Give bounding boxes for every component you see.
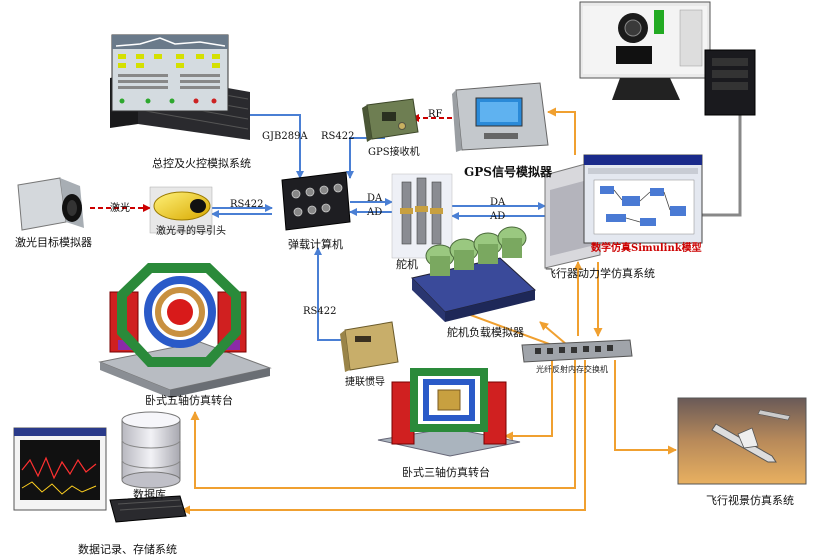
data-record-illustration [13,411,187,523]
rs422-gps-link-label: RS422 [321,131,355,142]
laser-target-illustration [17,177,84,231]
servo-load-label: 舵机负载模拟器 [447,326,524,339]
fire-control-illustration [110,34,250,140]
flight-visual-illustration [677,397,807,485]
onboard-computer-label: 弹载计算机 [288,238,343,251]
gps-receiver-illustration [362,98,419,142]
pc-illustration [579,1,756,116]
ad-right-link-label: AD [490,211,506,222]
gps-simulator-label: GPS信号模拟器 [464,165,552,179]
three-axis-label: 卧式三轴仿真转台 [402,466,490,479]
onboard-computer-illustration [281,171,351,231]
laser-target-label: 激光目标模拟器 [15,236,92,249]
gray-link [700,115,742,217]
five-axis-illustration [98,263,272,398]
reflective-switch-illustration [521,339,633,363]
flight-dynamics-label: 飞行器动力学仿真系统 [545,267,655,280]
flight-visual-label: 飞行视景仿真系统 [706,494,794,507]
da-left-link-label: DA [367,193,383,204]
strapdown-ins-label: 捷联惯导 [345,377,385,388]
gps-simulator-illustration [452,82,549,152]
rf-link-label: RF [428,109,443,120]
five-axis-label: 卧式五轴仿真转台 [145,394,233,407]
reflective-switch-label: 光纤反射内存交换机 [536,365,608,374]
servo-load-illustration [411,226,537,322]
gjb-link-label: GJB289A [262,131,308,142]
laser-link-label: 激光 [110,203,130,214]
laser-seeker-illustration [149,186,213,234]
data-record-label: 数据记录、存储系统 [78,543,177,556]
rs422-seeker-link-label: RS422 [230,199,264,210]
ad-left-link-label: AD [367,207,383,218]
laser-seeker-label: 激光寻的导引头 [156,226,226,237]
gps-receiver-label: GPS接收机 [368,147,420,158]
servo-illustration [391,173,453,259]
three-axis-illustration [377,368,521,457]
database-label: 数据库 [133,488,166,501]
simulink-model-label: 数学仿真Simulink模型 [591,243,702,254]
strapdown-ins-illustration [340,321,399,372]
servo-label: 舵机 [396,258,418,271]
fire-control-label: 总控及火控模拟系统 [152,157,251,170]
flight-dynamics-illustration [544,154,703,269]
da-right-link-label: DA [490,197,506,208]
rs422-ins-link-label: RS422 [303,306,337,317]
